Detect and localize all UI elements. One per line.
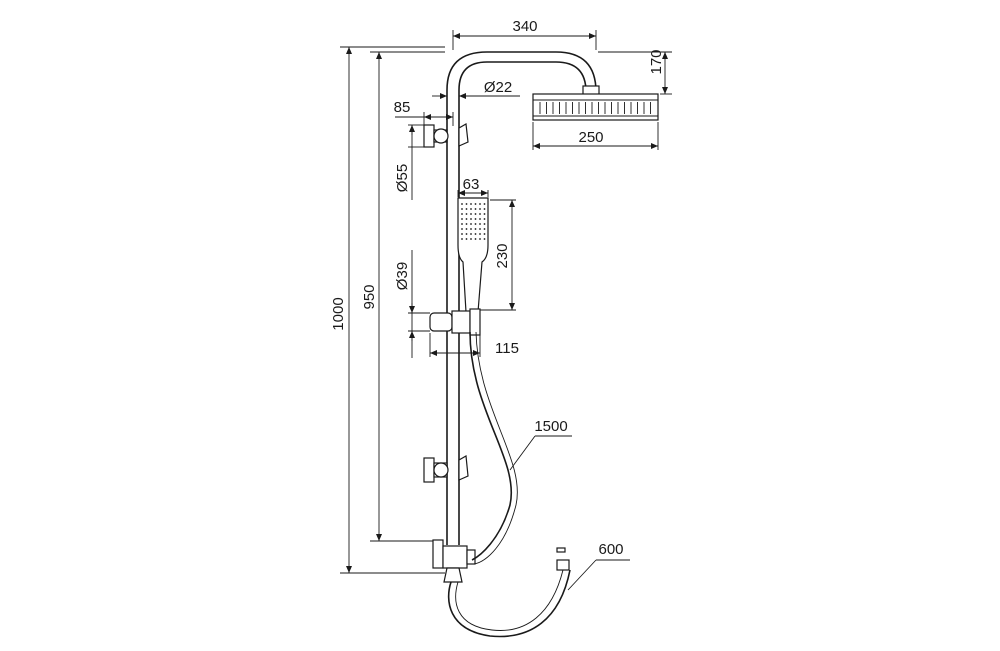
hand-shower-nozzle bbox=[474, 233, 477, 235]
hand-shower-nozzle bbox=[465, 203, 468, 205]
hand-shower-nozzle bbox=[474, 208, 477, 210]
riser-pipe bbox=[446, 51, 597, 545]
hand-shower-nozzle bbox=[461, 213, 463, 215]
hand-shower-nozzle bbox=[470, 213, 472, 215]
hand-shower-nozzle bbox=[479, 218, 481, 220]
hand-shower-nozzle bbox=[474, 203, 477, 205]
dimension-1500-label: 1500 bbox=[534, 418, 567, 435]
hand-shower-nozzle bbox=[470, 218, 472, 220]
dimension-85-label: 85 bbox=[394, 99, 411, 116]
dimension-63-label: 63 bbox=[463, 176, 480, 193]
hand-shower-nozzle bbox=[474, 218, 477, 220]
hand-shower-nozzle bbox=[461, 208, 463, 210]
dimension-bracket-diameter-label: Ø55 bbox=[394, 164, 411, 192]
hand-shower-nozzle bbox=[474, 228, 477, 230]
hand-shower-nozzle bbox=[483, 213, 486, 215]
dimension-230-label: 230 bbox=[494, 243, 511, 268]
hand-shower-nozzle bbox=[461, 233, 463, 235]
hand-shower bbox=[457, 197, 489, 313]
dimension-115: 115 bbox=[429, 333, 519, 357]
hand-shower-nozzle bbox=[479, 223, 481, 225]
dimension-rail-diameter-label: Ø39 bbox=[394, 262, 411, 290]
dimension-340-label: 340 bbox=[512, 18, 537, 35]
hand-shower-nozzle bbox=[483, 223, 486, 225]
hand-shower-nozzle bbox=[474, 238, 477, 240]
overhead-shower-head bbox=[532, 85, 659, 121]
hand-shower-nozzle bbox=[479, 203, 481, 205]
dimension-1500: 1500 bbox=[509, 418, 572, 471]
hand-shower-nozzle bbox=[465, 208, 468, 210]
hand-shower-nozzle bbox=[461, 218, 463, 220]
hand-shower-nozzle bbox=[465, 223, 468, 225]
dimension-pipe-diameter-label: Ø22 bbox=[484, 79, 512, 96]
dimension-85: 85 bbox=[394, 99, 454, 126]
dimension-170-label: 170 bbox=[648, 49, 665, 74]
hand-shower-nozzle bbox=[465, 238, 468, 240]
lower-wall-bracket bbox=[423, 455, 469, 483]
dimension-950-label: 950 bbox=[361, 284, 378, 309]
dimension-600-label: 600 bbox=[598, 541, 623, 558]
shower-hose bbox=[447, 331, 571, 638]
dimension-bracket-diameter: Ø55 bbox=[394, 124, 424, 200]
hand-shower-nozzle bbox=[470, 238, 472, 240]
hand-shower-nozzle bbox=[483, 238, 486, 240]
dimension-rail-diameter: Ø39 bbox=[394, 250, 430, 358]
hand-shower-nozzle bbox=[461, 238, 463, 240]
hand-shower-nozzle bbox=[483, 203, 486, 205]
hand-shower-nozzle bbox=[461, 223, 463, 225]
dimension-250-label: 250 bbox=[578, 129, 603, 146]
dimension-1000-label: 1000 bbox=[330, 297, 347, 330]
hand-shower-nozzle bbox=[470, 233, 472, 235]
hand-shower-nozzle bbox=[483, 208, 486, 210]
hand-shower-nozzle bbox=[474, 213, 477, 215]
hand-shower-nozzle bbox=[465, 218, 468, 220]
dimension-600: 600 bbox=[567, 541, 630, 591]
hand-shower-nozzle bbox=[461, 203, 463, 205]
hand-shower-nozzle bbox=[465, 228, 468, 230]
dimension-115-label: 115 bbox=[495, 340, 519, 357]
hand-shower-nozzle bbox=[465, 233, 468, 235]
sliding-holder bbox=[429, 308, 481, 336]
hand-shower-nozzle bbox=[465, 213, 468, 215]
hand-shower-nozzle bbox=[479, 213, 481, 215]
dimension-pipe-diameter: Ø22 bbox=[432, 79, 520, 99]
hand-shower-nozzle bbox=[470, 203, 472, 205]
hand-shower-nozzle bbox=[474, 223, 477, 225]
hand-shower-nozzle bbox=[470, 228, 472, 230]
hand-shower-nozzle bbox=[479, 228, 481, 230]
hand-shower-nozzle bbox=[483, 228, 486, 230]
diverter-valve bbox=[432, 539, 476, 583]
dimension-340: 340 bbox=[452, 18, 597, 50]
hand-shower-nozzle bbox=[479, 238, 481, 240]
hand-shower-nozzle bbox=[483, 218, 486, 220]
dimension-170: 170 bbox=[598, 49, 672, 95]
hand-shower-nozzle bbox=[461, 228, 463, 230]
upper-wall-bracket bbox=[423, 123, 469, 148]
dimension-63: 63 bbox=[457, 176, 489, 197]
dimension-250: 250 bbox=[532, 122, 659, 150]
hand-shower-nozzle bbox=[470, 223, 472, 225]
dimension-1000: 1000 bbox=[330, 46, 445, 574]
dimension-950: 950 bbox=[361, 51, 445, 542]
hand-shower-nozzle bbox=[470, 208, 472, 210]
dimension-230: 230 bbox=[480, 199, 516, 311]
hand-shower-nozzle bbox=[479, 208, 481, 210]
hand-shower-nozzle bbox=[483, 233, 486, 235]
hand-shower-nozzle bbox=[479, 233, 481, 235]
